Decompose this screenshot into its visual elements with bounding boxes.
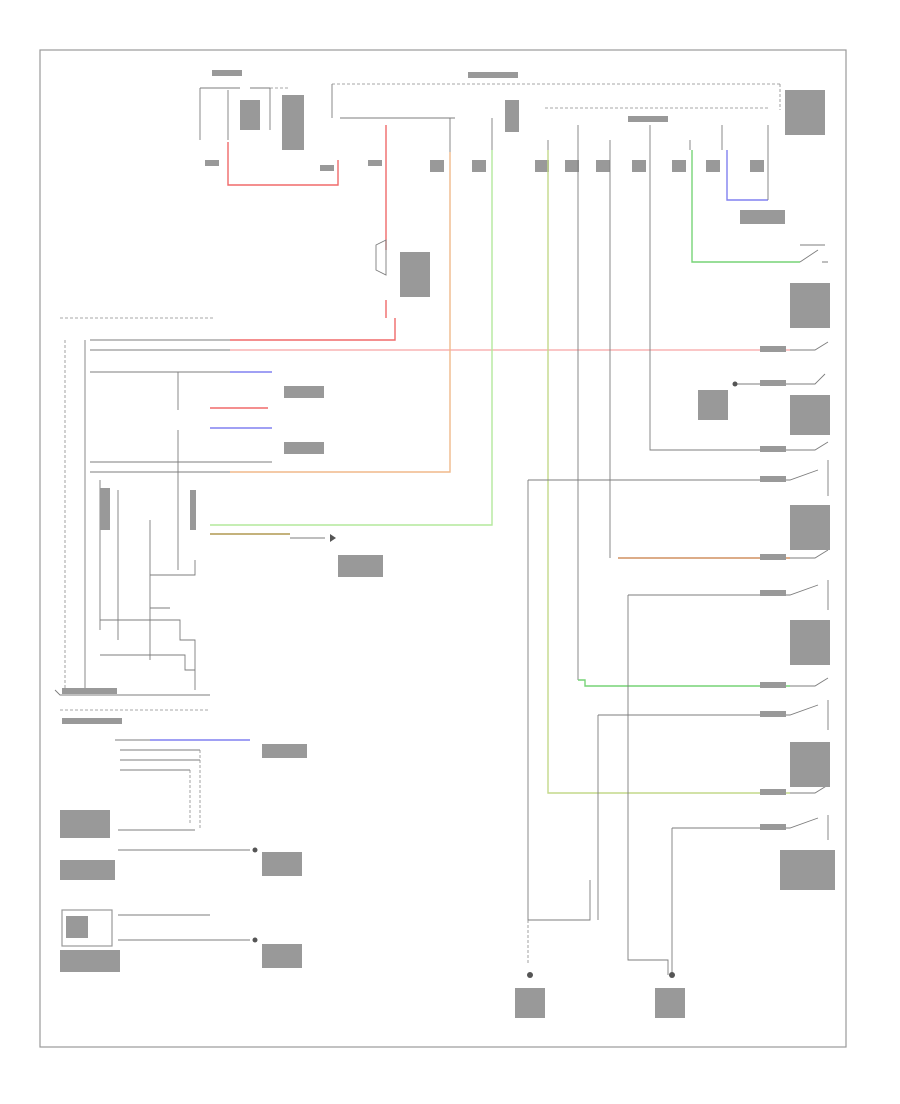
under-dash-fuse-box — [331, 72, 825, 135]
connector-labels — [284, 346, 786, 830]
passenger-window-module — [60, 709, 307, 972]
under-hood-fuse-box — [199, 70, 304, 150]
fuse-box-terminals — [205, 118, 769, 172]
ground-label-block — [338, 555, 383, 577]
green-wire-down — [210, 150, 493, 526]
connector-arrow-icon — [330, 534, 336, 542]
power-window-master-switch — [54, 317, 215, 696]
door-switch-returns — [527, 460, 835, 975]
right-vertical-wires — [547, 150, 830, 794]
red-power-wire — [227, 142, 339, 186]
diode-relay — [375, 239, 430, 318]
power-window-relay-switch — [691, 150, 830, 328]
diagram-border — [39, 49, 847, 1048]
main-horizontal-wires — [90, 152, 829, 473]
ground-points — [515, 972, 685, 1018]
passenger-window-connector — [726, 150, 785, 224]
